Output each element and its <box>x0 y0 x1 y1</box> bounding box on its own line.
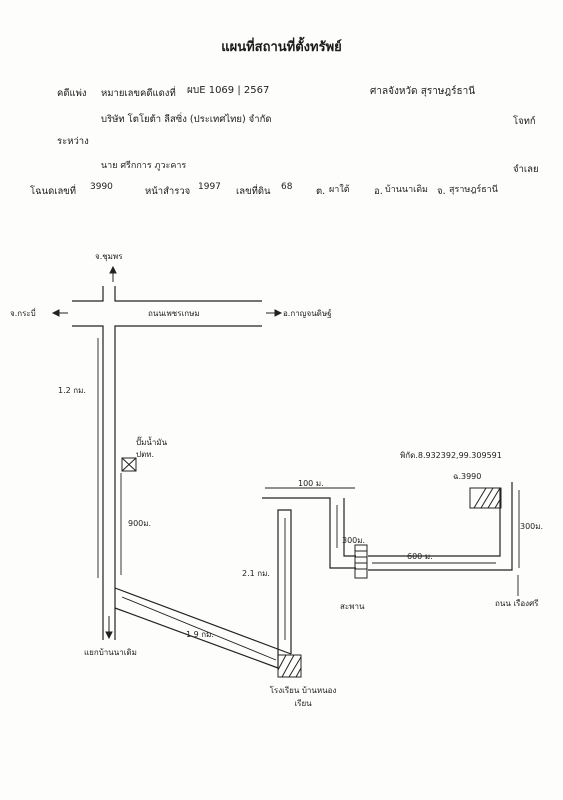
connector-road <box>262 497 356 569</box>
distance-300m-left-label: 300ม. <box>342 536 366 545</box>
distance-1-9km-label: 1.9 กม. <box>186 630 214 639</box>
page-title: แผนที่สถานที่ตั้งทรัพย์ <box>221 40 342 55</box>
survey-label: หน้าสำรวจ <box>145 186 191 197</box>
land-no: 68 <box>281 182 293 192</box>
gas-station-label: ปั๊มน้ำมัน ปตท. <box>136 438 168 459</box>
main-road <box>72 286 262 640</box>
distance-300m-right-label: 300ม. <box>520 522 544 531</box>
subdistrict-label: ต. <box>316 186 326 197</box>
parcel-symbol <box>469 487 502 509</box>
east-direction-label: อ.กาญจนดิษฐ์ <box>283 309 332 318</box>
distance-1-2km-label: 1.2 กม. <box>58 386 86 395</box>
parcel-road <box>368 482 513 571</box>
district-label: อ. <box>374 186 383 197</box>
plaintiff-role: โจทก์ <box>513 116 536 127</box>
bridge-label: สะพาน <box>340 602 365 611</box>
distance-2-1km-label: 2.1 กม. <box>242 569 270 578</box>
dim-1-9km <box>121 596 277 661</box>
province: สุราษฎร์ธานี <box>449 185 498 195</box>
between-label: ระหว่าง <box>57 136 89 147</box>
defendant-role: จำเลย <box>513 164 539 175</box>
province-label: จ. <box>437 186 446 197</box>
case-number-label: หมายเลขคดีแดงที่ <box>101 88 176 99</box>
distance-900m-label: 900ม. <box>128 519 152 528</box>
coordinates-label: พิกัด.8.932392,99.309591 <box>400 451 502 460</box>
court-name: ศาลจังหวัด สุราษฎร์ธานี <box>370 86 476 97</box>
parcel-label: ฉ.3990 <box>453 472 482 481</box>
distance-100m-label: 100 ม. <box>298 479 324 488</box>
defendant-name: นาย ศรีกการ ภูวะคาร <box>101 161 187 171</box>
land-no-label: เลขที่ดิน <box>236 186 271 197</box>
main-road-label: ถนนเพชรเกษม <box>148 309 200 318</box>
district: บ้านนาเดิม <box>385 185 428 195</box>
school-road <box>277 509 292 668</box>
deed-number: 3990 <box>90 182 113 192</box>
south-direction-label: แยกบ้านนาเดิม <box>84 648 137 657</box>
bridge-symbol <box>354 544 368 579</box>
gas-station-symbol <box>121 457 137 472</box>
side-road <box>114 587 292 669</box>
plaintiff-name: บริษัท โตโยต้า ลีสซิ่ง (ประเทศไทย) จำกัด <box>101 114 272 125</box>
school-symbol <box>277 654 302 678</box>
west-direction-label: จ.กระบี่ <box>10 309 36 318</box>
distance-600m-label: 600 ม. <box>407 552 433 561</box>
subdistrict: ผาใต้ <box>329 185 350 195</box>
north-direction-label: จ.ชุมพร <box>95 252 123 261</box>
school-label: โรงเรียน บ้านหนองเรียน <box>269 686 337 708</box>
right-road-label: ถนน เรืองศรี <box>495 599 539 608</box>
case-type-label: คดีแพ่ง <box>57 88 87 99</box>
case-number: ผบE 1069 | 2567 <box>187 85 270 96</box>
survey-number: 1997 <box>198 182 221 192</box>
deed-label: โฉนดเลขที่ <box>30 186 77 197</box>
